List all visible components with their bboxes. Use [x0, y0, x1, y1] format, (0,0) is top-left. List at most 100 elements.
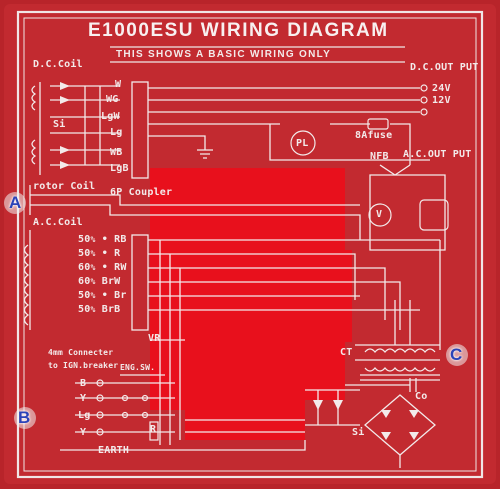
ac-line-3: [148, 267, 386, 320]
dc-coil-si: Si: [53, 119, 66, 130]
si-label: Si: [352, 427, 365, 438]
connector-terminal-b: [96, 379, 104, 387]
ac-row-4: 60% BrW: [78, 276, 121, 287]
diode-2: [60, 96, 70, 104]
rotor-coil-wire-1: [30, 194, 360, 206]
transformer-core: [360, 374, 440, 381]
connector-wire-y2: Y: [80, 427, 87, 438]
vr-label: VR: [148, 333, 161, 344]
ac-line-2: [148, 253, 356, 300]
lower-diode-1: [313, 400, 323, 410]
rotor-coil-wire-2: [30, 204, 361, 240]
eng-sw-terminal-3: [121, 411, 129, 419]
ground-symbol: [197, 149, 213, 159]
dc-output-12v: 12V: [432, 95, 451, 106]
terminal-24v: [420, 84, 428, 92]
earth-line: [60, 440, 306, 451]
transformer-winding-bottom: [364, 366, 436, 372]
terminal-lgw: [420, 108, 428, 116]
coils: [23, 85, 436, 372]
eng-sw-terminal-1: [121, 394, 129, 402]
eng-sw-terminal-4: [141, 411, 149, 419]
bridge-diode-2: [409, 410, 419, 418]
pilot-lamp-line: [269, 124, 430, 161]
dc-coil-winding-1: [31, 85, 37, 111]
voltmeter: [368, 203, 392, 227]
pilot-lamp: [290, 130, 316, 156]
fuse-body: [367, 118, 389, 130]
fuse-label: 8Afuse: [355, 130, 393, 141]
dc-coil-winding-2: [31, 139, 37, 165]
marker-c-halo: [446, 344, 468, 366]
ac-output-frame: [369, 174, 446, 251]
co-label: Co: [415, 391, 428, 402]
ac-output-label: A.C.OUT PUT: [403, 149, 472, 160]
coupler-wire-lgw: LgW: [101, 111, 120, 122]
rotor-coil-label: rotor Coil: [33, 181, 96, 192]
inner-border: [23, 17, 477, 472]
connector-wire-b: B: [80, 378, 87, 389]
diode-3: [60, 146, 70, 154]
to-ac-output: [390, 123, 411, 165]
diagram-subtitle: THIS SHOWS A BASIC WIRING ONLY: [116, 49, 332, 60]
coupler-wire-lg: Lg: [110, 127, 123, 138]
ac-line-4: [148, 281, 401, 330]
dc-coil-label: D.C.Coil: [33, 59, 83, 70]
coupler-wire-wb: WB: [110, 147, 123, 158]
dc-output-24v: 24V: [432, 83, 451, 94]
voltmeter-label: V: [376, 209, 383, 220]
diode-4: [60, 161, 70, 169]
transformer-winding-top: [364, 348, 436, 354]
connector-title: 4mm Connecter: [48, 348, 114, 357]
pilot-lamp-label: PL: [296, 138, 309, 149]
ac-row-3: 60% • RW: [78, 262, 127, 273]
eng-sw-label: ENG.SW.: [120, 363, 156, 372]
marker-a: A: [9, 193, 22, 212]
ac-row-2: 50% • R: [78, 248, 121, 259]
dc-diodes: [60, 82, 419, 440]
connector-subtitle: to IGN.breaker: [48, 361, 119, 370]
ground-wire: [148, 135, 206, 150]
coupler-label: 6P Coupler: [110, 187, 173, 198]
eng-sw-terminal-2: [141, 394, 149, 402]
resistor-r: [149, 421, 159, 441]
wires: [29, 81, 446, 468]
coupler-wire-wg: WG: [106, 94, 119, 105]
coupler-wire-lgb: LgB: [110, 163, 129, 174]
r-label: R: [150, 424, 157, 435]
lower-bus: [185, 419, 305, 433]
connector-terminal-y2: [96, 428, 104, 436]
ac-row-5: 50% • Br: [78, 290, 127, 301]
marker-c: C: [450, 345, 463, 364]
bridge-diode-3: [381, 432, 391, 440]
earth-label: EARTH: [98, 445, 130, 456]
ac-coil-label: A.C.Coil: [33, 217, 83, 228]
ct-label: CT: [340, 347, 353, 358]
ac-coil-winding: [23, 244, 30, 326]
capacitor-plates: [409, 378, 417, 392]
connector-terminal-lg: [96, 411, 104, 419]
bridge-diode-4: [409, 432, 419, 440]
terminals: [96, 84, 449, 441]
connector-wire-lg: Lg: [78, 410, 91, 421]
coupler-wire-w: W: [115, 79, 122, 90]
ac-row-1: 50% • RB: [78, 234, 127, 245]
outer-border: [16, 10, 484, 479]
nfb-label: NFB: [370, 151, 389, 162]
ac-row-6: 50% BrB: [78, 304, 121, 315]
marker-b-halo: [14, 407, 36, 429]
connector-terminal-y1: [96, 394, 104, 402]
bridge-diode-1: [381, 410, 391, 418]
diode-1: [60, 82, 70, 90]
coupler-upper-block: [131, 81, 149, 179]
lower-panel: [185, 300, 305, 440]
connector-wire-y1: Y: [80, 393, 87, 404]
terminal-12v: [420, 96, 428, 104]
dc-output-label: D.C.OUT PUT: [410, 62, 479, 73]
marker-b: B: [18, 408, 31, 427]
diagram-title: E1000ESU WIRING DIAGRAM: [88, 20, 389, 41]
marker-a-halo: [4, 192, 26, 214]
lower-diode-2: [333, 400, 343, 410]
